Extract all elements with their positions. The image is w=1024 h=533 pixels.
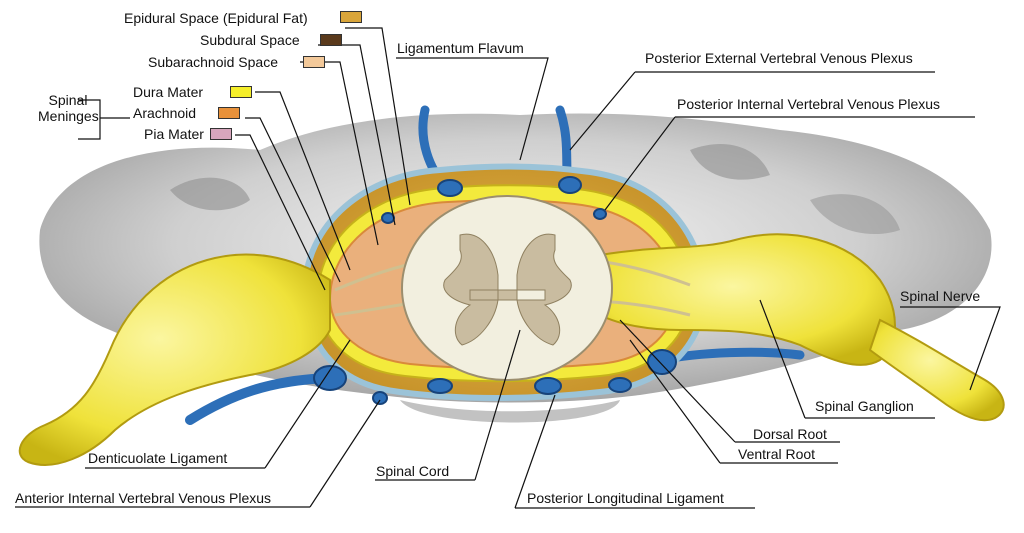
label-spinal-nerve: Spinal Nerve	[900, 288, 981, 304]
label-dorsal-root: Dorsal Root	[753, 426, 827, 442]
leader-lines	[15, 27, 1001, 509]
label-pia-mater: Pia Mater	[144, 126, 204, 142]
spinal-nerve-shape	[868, 318, 1005, 422]
arachnoid-swatch	[218, 107, 240, 119]
label-epidural-space: Epidural Space (Epidural Fat)	[124, 10, 308, 26]
label-ventral-root: Ventral Root	[738, 446, 816, 462]
label-spinal-meninges: Spinal Meninges	[38, 92, 99, 124]
label-subarachnoid-space: Subarachnoid Space	[148, 54, 278, 70]
left-nerve-shape	[18, 253, 331, 466]
label-denticulate-ligament: Denticuolate Ligament	[88, 450, 228, 466]
label-post-long-ligament: Posterior Longitudinal Ligament	[527, 490, 724, 506]
subdural-swatch	[320, 34, 342, 46]
label-arachnoid: Arachnoid	[133, 105, 197, 121]
label-ligamentum-flavum: Ligamentum Flavum	[397, 40, 524, 56]
label-subdural-space: Subdural Space	[200, 32, 300, 48]
spinal-cord-shape	[401, 195, 613, 381]
label-spinal-cord: Spinal Cord	[376, 463, 450, 479]
label-ant-int-plexus: Anterior Internal Vertebral Venous Plexu…	[15, 490, 272, 506]
label-spinal-ganglion: Spinal Ganglion	[815, 398, 914, 414]
label-post-ext-plexus: Posterior External Vertebral Venous Plex…	[645, 50, 913, 66]
dura-swatch	[230, 86, 252, 98]
label-dura-mater: Dura Mater	[133, 84, 204, 100]
pia-swatch	[210, 128, 232, 140]
gray-matter	[443, 233, 572, 346]
epidural-swatch	[340, 11, 362, 23]
subarachnoid-swatch	[303, 56, 325, 68]
vessel-sections	[313, 176, 677, 405]
label-post-int-plexus: Posterior Internal Vertebral Venous Plex…	[677, 96, 941, 112]
spinal-ganglion-shape	[599, 233, 896, 366]
